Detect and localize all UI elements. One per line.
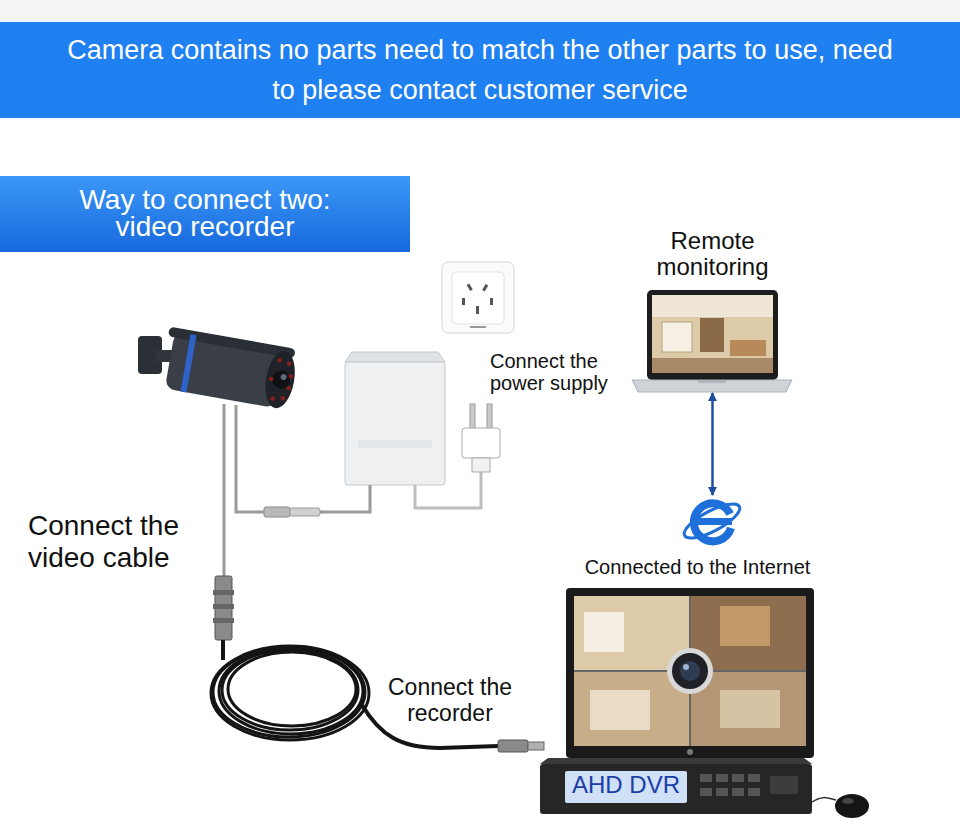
wall-outlet [442, 262, 514, 333]
power-plug [462, 404, 500, 472]
step-label: Connect the recorder [365, 674, 535, 726]
laptop [632, 290, 792, 392]
dvr-recorder [540, 758, 812, 814]
laptop-node: Remote monitoring [640, 228, 785, 393]
dvr-label-box: AHD DVR [565, 771, 687, 803]
node-heading: Way to connect two: video recorder [55, 176, 355, 240]
step-label: Connect the power supply [490, 350, 630, 394]
bnc-connector [498, 740, 544, 752]
section-tab: Way to connect two: video recorder [0, 176, 410, 252]
top-strip [0, 0, 960, 22]
monitor [566, 588, 814, 758]
bnc-connector [213, 576, 234, 640]
node-heading: AHD DVR [565, 771, 687, 799]
node-heading: Remote monitoring [640, 228, 785, 280]
internet-node: Connected to the Internet [565, 495, 830, 581]
power-adapter [320, 352, 481, 512]
internet-icon [680, 498, 744, 545]
node-heading: Camera contains no parts need to match t… [55, 22, 905, 110]
node-heading: Connected to the Internet [565, 555, 830, 581]
connector-arrow [711, 393, 714, 495]
note-banner: Camera contains no parts need to match t… [0, 22, 960, 118]
mouse [812, 794, 869, 818]
dc-jack [236, 507, 320, 517]
step-label: Connect the video cable [28, 510, 213, 574]
